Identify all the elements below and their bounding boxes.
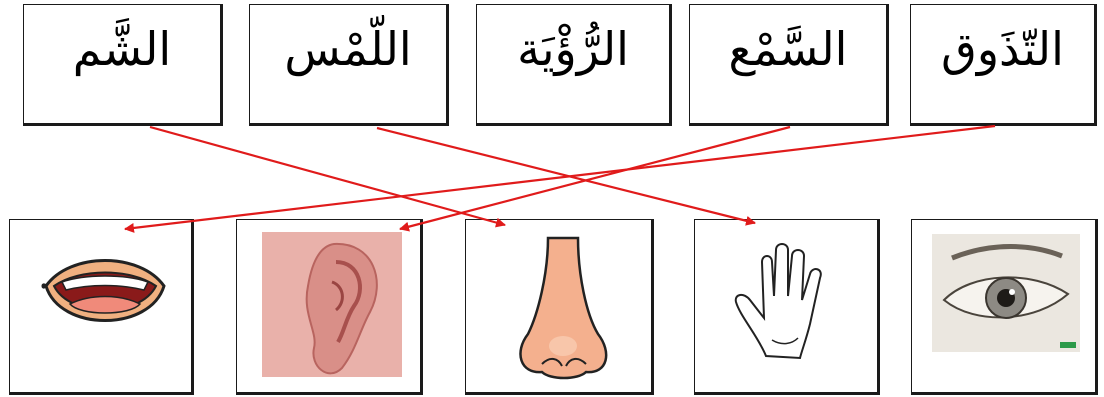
arrow-touch-to-hand: [377, 128, 755, 223]
arrow-smell-to-nose: [150, 127, 505, 225]
arrow-taste-to-mouth: [125, 126, 995, 229]
arrow-hearing-to-ear: [400, 127, 790, 229]
